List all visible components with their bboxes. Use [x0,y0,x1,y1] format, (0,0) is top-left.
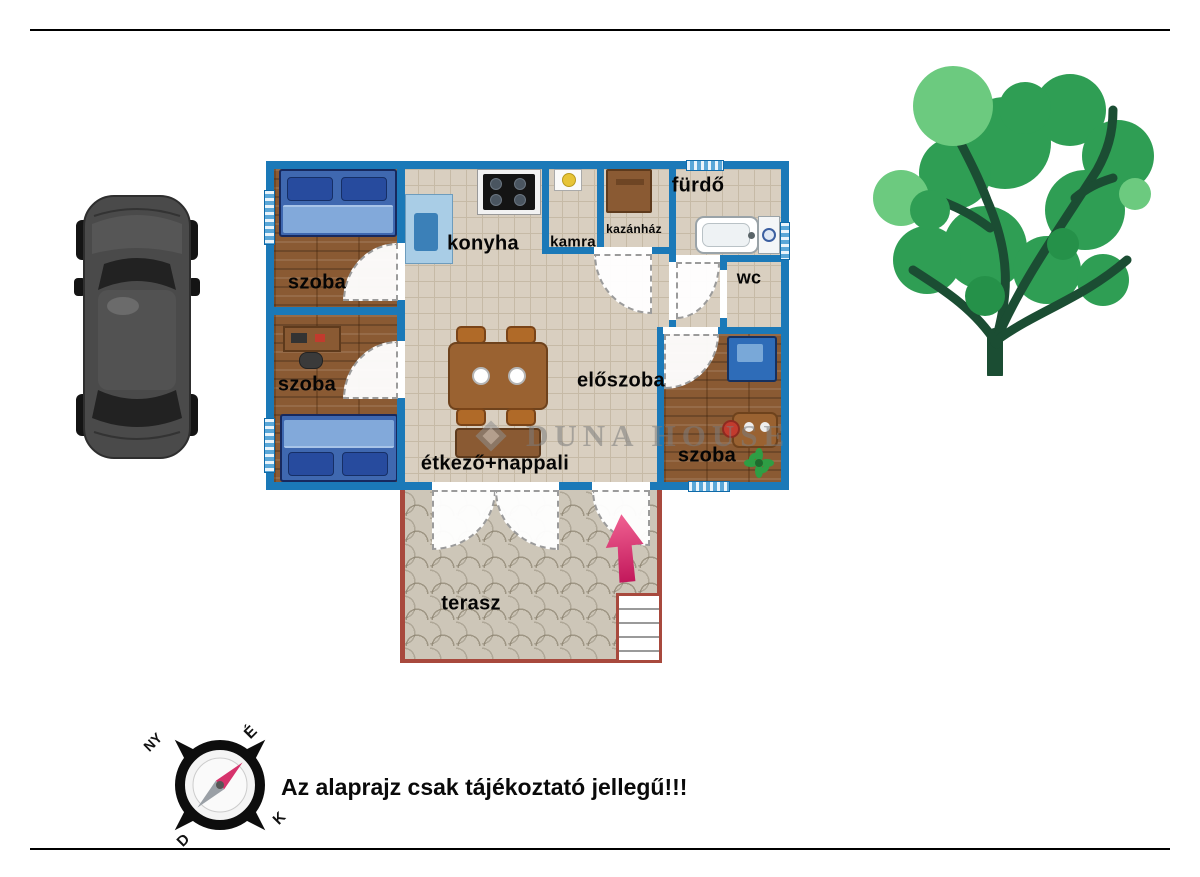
wall-left-vertical [397,169,405,482]
opening-eloszoba [594,247,652,254]
burner [514,194,526,206]
wall-bath-left [669,169,676,334]
burner [514,178,526,190]
terasz-wall-left [400,487,405,663]
table-item [744,422,754,432]
opening-wc [720,270,727,318]
dining-chair [506,408,536,426]
desk-chair-szoba2 [299,352,323,369]
cooktop [483,174,535,210]
boiler [606,169,652,213]
tree-illustration [873,66,1154,376]
room-label-kamra: kamra [550,233,596,251]
terasz-wall-right [657,487,662,597]
wall-szoba3-left [657,327,664,482]
window-szoba1 [264,190,275,245]
opening-terrace-double-door [432,482,559,490]
room-label-szoba1: szoba [287,271,347,294]
bed-szoba1 [279,169,397,237]
pillow [342,452,388,476]
dining-table [448,342,548,410]
chair-szoba3 [722,420,740,438]
window-szoba3 [688,481,730,492]
watermark-logo-icon [475,420,507,452]
wall-kamra-right [597,169,604,254]
pillow [341,177,387,201]
opening-entrance [592,482,650,490]
room-label-konyha: konyha [447,232,519,255]
desk-top [737,344,763,362]
opening-szoba1 [397,243,405,300]
desk-item [291,333,307,343]
plant-szoba3 [744,448,774,478]
window-furdo-top [686,160,724,171]
room-label-wc: wc [736,267,762,288]
dining-chair [456,408,486,426]
washer-drum [762,228,776,242]
plate [472,367,490,385]
kitchen-sink [414,213,438,251]
top-border-line [30,29,1170,31]
boiler-vent [616,179,644,185]
room-label-terasz: terasz [441,592,501,615]
wall-furdo-wc-divider [676,255,789,262]
tub-drain [748,232,755,239]
room-label-eloszoba: előszoba [577,369,665,392]
opening-furdo [676,255,720,262]
room-label-furdo: fürdő [671,174,725,197]
terasz-wall-bottom [400,659,662,663]
blanket [284,420,394,448]
desk-szoba3 [727,336,777,382]
pillow [288,452,334,476]
kitchen-counter [405,194,453,264]
water-heater [554,169,582,191]
heater-dial [562,173,576,187]
plate [508,367,526,385]
watermark-text: DUNA HOUSE [526,418,791,453]
bathtub [695,216,759,254]
compass-icon [174,739,266,831]
pillow [287,177,333,201]
room-label-szoba3: szoba [677,444,737,467]
bottom-border-line [30,848,1170,850]
burner [490,194,502,206]
opening-szoba2 [397,341,405,398]
window-szoba2 [264,418,275,473]
room-label-szoba2: szoba [277,373,337,396]
car-illustration [74,195,200,459]
watermark: DUNA HOUSE [468,413,790,459]
burner [490,178,502,190]
stairs [616,593,662,663]
disclaimer-text: Az alaprajz csak tájékoztató jellegű!!! [281,774,688,800]
table-item [760,422,770,432]
washing-machine [758,216,780,254]
stove [477,169,541,215]
blanket [283,205,393,233]
wall-kamra-left [542,169,549,254]
room-label-etkezo-nappali: étkező+nappali [420,452,570,475]
opening-szoba3 [663,327,718,334]
window-furdo-right [780,222,790,260]
entrance-arrow [605,514,644,583]
desk-szoba2 [283,326,341,352]
wall-szoba3-top [657,327,789,334]
room-label-kazanhaz: kazánház [606,222,662,236]
wall-szoba-divider [274,307,397,315]
opening-vestibule [669,262,676,320]
desk-item [315,334,325,342]
